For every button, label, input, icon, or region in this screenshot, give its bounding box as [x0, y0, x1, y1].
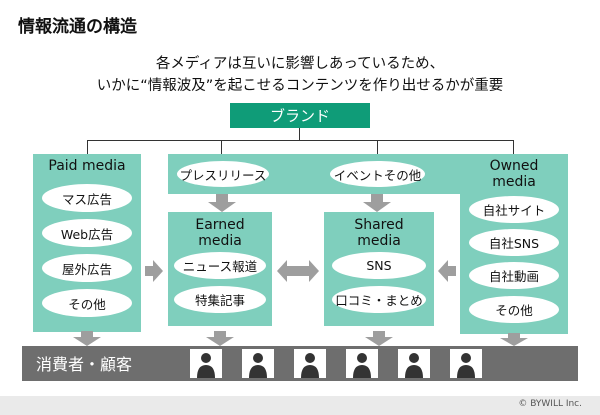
- drop-line-event: [377, 140, 378, 154]
- down-arrow-earned-consumers: [206, 331, 234, 346]
- owned-item-site: 自社サイト: [469, 196, 559, 223]
- brand-horizontal-line: [87, 140, 514, 141]
- paid-item-web-ad: Web広告: [42, 219, 132, 247]
- paid-item-other: その他: [42, 289, 132, 317]
- shared-media-heading-1: Shared: [354, 217, 404, 233]
- brand-box: ブランド: [230, 103, 370, 128]
- consumers-label: 消費者・顧客: [36, 355, 133, 374]
- subtitle-line-2: いかに“情報波及”を起こせるコンテンツを作り出せるかが重要: [96, 78, 504, 94]
- drop-line-owned: [513, 140, 514, 154]
- person-icon: [346, 349, 378, 378]
- right-arrow-paid-to-earned: [145, 260, 163, 282]
- footer-bar: [0, 396, 600, 415]
- copyright: © BYWILL Inc.: [518, 399, 582, 409]
- owned-item-sns: 自社SNS: [469, 229, 559, 256]
- down-arrow-owned-consumers: [500, 333, 528, 346]
- shared-item-word-of-mouth: 口コミ・まとめ: [332, 286, 426, 313]
- shared-media-heading-2: media: [357, 233, 401, 249]
- earned-media-heading-2: media: [198, 233, 242, 249]
- down-arrow-event: [363, 194, 391, 212]
- down-arrow-shared-consumers: [365, 331, 393, 346]
- paid-media-heading: Paid media: [48, 158, 126, 174]
- shared-item-sns: SNS: [332, 252, 426, 279]
- left-arrow-owned-to-shared: [438, 260, 456, 282]
- subtitle-line-1: 各メディアは互いに影響しあっているため、: [155, 56, 445, 72]
- earned-media-heading-1: Earned: [195, 217, 245, 233]
- owned-media-heading-2: media: [492, 174, 536, 190]
- event-other-pill: イベントその他: [330, 161, 425, 187]
- person-icon: [190, 349, 222, 378]
- brand-stem-line: [299, 128, 300, 140]
- paid-item-mass-ad: マス広告: [42, 184, 132, 212]
- brand-label: ブランド: [269, 107, 330, 125]
- earned-item-feature: 特集記事: [174, 286, 266, 313]
- owned-item-other: その他: [469, 296, 559, 323]
- owned-media-heading-1: Owned: [489, 158, 539, 174]
- person-icon: [398, 349, 430, 378]
- down-arrow-press: [208, 194, 236, 212]
- earned-item-news: ニュース報道: [174, 252, 266, 279]
- drop-line-press: [221, 140, 222, 154]
- press-release-pill: プレスリリース: [177, 161, 269, 187]
- person-icon: [242, 349, 274, 378]
- person-icon: [450, 349, 482, 378]
- page-title: 情報流通の構造: [18, 17, 137, 37]
- person-icon: [294, 349, 326, 378]
- paid-item-outdoor-ad: 屋外広告: [42, 254, 132, 282]
- bidirectional-arrow-earned-shared: [277, 260, 319, 282]
- owned-item-video: 自社動画: [469, 262, 559, 289]
- down-arrow-paid-consumers: [73, 331, 101, 346]
- drop-line-paid: [87, 140, 88, 154]
